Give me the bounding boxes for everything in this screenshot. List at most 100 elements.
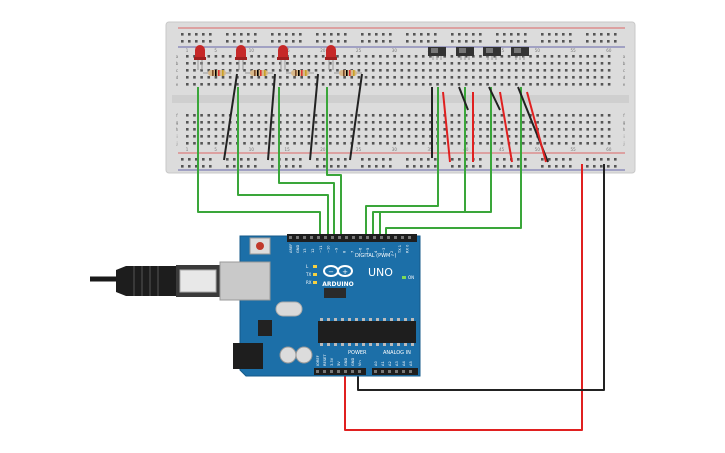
pin-label: TX 1 <box>398 245 402 254</box>
row-letter: g <box>623 120 626 125</box>
row-letter: a <box>176 54 179 59</box>
leds[interactable] <box>194 45 337 70</box>
led-4[interactable] <box>325 45 337 70</box>
power-jack <box>233 343 263 369</box>
pin-label: RX 0 <box>406 244 410 253</box>
wire-resistor4-ground[interactable] <box>349 73 363 161</box>
arduino-logo: − + <box>323 265 353 277</box>
wire-led1-signal[interactable] <box>197 87 321 237</box>
column-number: 45 <box>499 48 505 53</box>
wires[interactable] <box>197 73 605 431</box>
wire-switch1-power[interactable] <box>442 91 451 163</box>
led-3[interactable] <box>277 45 289 70</box>
wire-rail-power-5v[interactable] <box>344 164 583 431</box>
reset-button-cap[interactable] <box>256 242 264 250</box>
wire-resistor3-ground[interactable] <box>309 73 319 161</box>
wire-switch1-signal[interactable] <box>365 87 439 237</box>
column-number: 50 <box>535 147 541 152</box>
pin-label: A1 <box>381 361 385 366</box>
wire-resistor1-ground[interactable] <box>223 73 238 161</box>
pin-label: 13 <box>303 248 307 253</box>
arduino-uno-board[interactable]: − + ARDUINO UNO DIGITAL (PWM~) POWER ANA… <box>219 234 421 377</box>
row-letter: f <box>623 113 625 118</box>
usb-cable[interactable] <box>90 265 220 297</box>
column-number: 50 <box>535 48 541 53</box>
wire-rail-ground[interactable] <box>357 164 605 391</box>
row-letter: c <box>176 68 178 73</box>
wire-resistor2-ground[interactable] <box>267 73 276 161</box>
analog-in-label: ANALOG IN <box>383 350 411 356</box>
row-letter: e <box>176 82 179 87</box>
resistor-2[interactable] <box>245 70 273 76</box>
row-letter: b <box>623 61 626 66</box>
pin-label: A0 <box>374 361 378 366</box>
column-number: 55 <box>571 147 577 152</box>
slide-switches[interactable] <box>428 47 529 60</box>
slide-switch-3[interactable] <box>483 47 501 60</box>
row-letter: i <box>176 134 177 139</box>
column-number: 5 <box>214 48 217 53</box>
row-letter: h <box>176 127 179 132</box>
pin-label: ~6 <box>358 247 362 253</box>
wire-switch3-signal[interactable] <box>379 87 492 237</box>
pin-label: IOREF <box>316 355 320 366</box>
breadboard[interactable]: 1155101015152020252530303535404045455050… <box>165 21 636 174</box>
pin-label: Vin <box>358 360 362 366</box>
wire-switch3-power[interactable] <box>499 91 513 163</box>
column-number: 55 <box>571 48 577 53</box>
wire-switch3-ground[interactable] <box>488 86 501 111</box>
slide-switch-1[interactable] <box>428 47 446 60</box>
pin-label: A2 <box>388 361 392 366</box>
row-letter: f <box>176 113 178 118</box>
tx-led <box>313 273 317 276</box>
board-model-text: UNO <box>368 266 393 279</box>
svg-text:−: − <box>328 268 334 276</box>
column-number: 1 <box>186 147 189 152</box>
row-letter: g <box>176 120 179 125</box>
pin-label: GND <box>351 358 355 366</box>
slide-switch-4[interactable] <box>511 47 529 60</box>
column-number: 40 <box>463 147 469 152</box>
slide-switch-2[interactable] <box>456 47 474 60</box>
pin-label: RESET <box>323 354 327 366</box>
pin-label: ~11 <box>319 245 323 253</box>
row-letter: b <box>176 61 179 66</box>
wire-led4-signal[interactable] <box>326 87 342 237</box>
svg-text:+: + <box>342 268 348 276</box>
rx-led <box>313 281 317 284</box>
row-letter: d <box>176 75 179 80</box>
pin-label: 7 <box>350 251 354 253</box>
resistor-4[interactable] <box>334 70 362 76</box>
column-number: 25 <box>356 48 362 53</box>
row-letter: a <box>623 54 626 59</box>
column-number: 20 <box>320 147 326 152</box>
column-number: 45 <box>499 147 505 152</box>
led-2[interactable] <box>235 45 247 70</box>
resistor-1[interactable] <box>203 70 231 76</box>
wire-led3-signal[interactable] <box>278 87 335 237</box>
pin-label: A3 <box>395 361 399 366</box>
row-letter: e <box>623 82 626 87</box>
usb-b-port <box>219 261 271 301</box>
pin-label: AREF <box>289 244 293 253</box>
column-number: 15 <box>285 147 291 152</box>
wire-switch4-signal[interactable] <box>385 87 522 237</box>
column-number: 35 <box>428 147 434 152</box>
pin-label: A4 <box>402 361 406 366</box>
wire-led2-signal[interactable] <box>237 87 329 237</box>
resistors[interactable] <box>203 70 362 76</box>
resistor-3[interactable] <box>286 70 314 76</box>
capacitor-2 <box>295 346 313 364</box>
rx-label: RX <box>306 280 312 285</box>
led-1[interactable] <box>194 45 206 70</box>
column-number: 60 <box>606 48 612 53</box>
atmega-chip <box>318 321 416 343</box>
wire-switch4-power[interactable] <box>526 91 547 163</box>
pin-label: ~9 <box>335 247 339 253</box>
row-letter: i <box>623 134 624 139</box>
row-letter: j <box>175 141 177 146</box>
wire-switch2-ground[interactable] <box>458 86 469 111</box>
